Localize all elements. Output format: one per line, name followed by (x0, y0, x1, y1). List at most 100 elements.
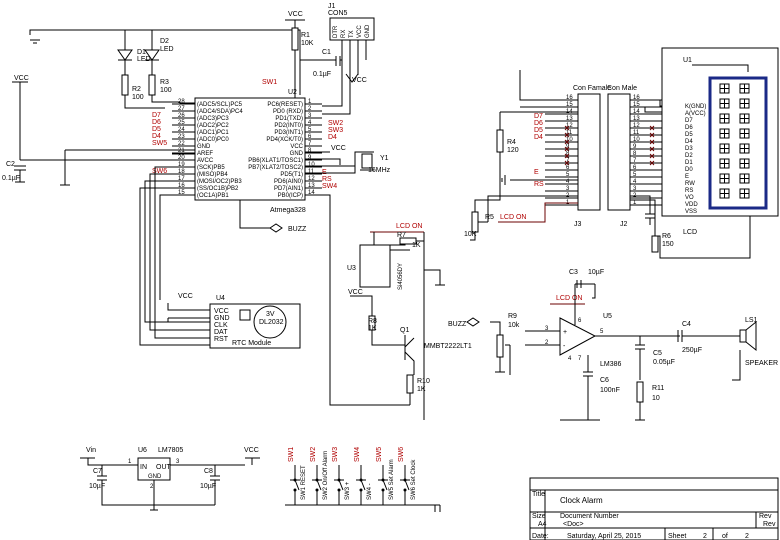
mcu-right-pin-num: 2 (308, 106, 312, 112)
c1-val: 0.1µF (313, 71, 331, 78)
mcu-part: Atmega328 (270, 207, 306, 214)
mcu-right-pin-name: PD1(TXD) (275, 116, 303, 122)
lcd-pin-label: D1 (685, 160, 693, 166)
switch-label-5: SW5 Set Alarm (389, 459, 395, 500)
rtc-batt-name: DL2032 (259, 319, 284, 326)
switch-net-2: SW2 (310, 447, 317, 462)
regulator-u6: Vin U6 LM7805 IN OUT GND 1 3 2 VCC C7 10… (80, 447, 260, 511)
c3-ref: C3 (569, 269, 578, 276)
mcu-right-pin-num: 3 (308, 113, 312, 119)
switch-contact (381, 478, 385, 482)
j1-name: CON5 (328, 10, 348, 17)
r10-ref: R10 (417, 378, 430, 385)
lcd-pin-label: D0 (685, 167, 693, 173)
switch-4[interactable] (356, 465, 366, 505)
net-lcd-on-u3: LCD ON (396, 223, 422, 230)
d1-name: LED (137, 56, 151, 63)
lcd-pin-label: K(GND) (685, 104, 706, 110)
mcu-right-pin-num: 5 (308, 127, 312, 133)
con-j3-pin-num: 11 (566, 130, 573, 136)
nc-mark (564, 146, 570, 152)
j1-pin-vcc: VCC (357, 25, 363, 38)
lcd-pins: K(GND)A(VCC)D7D6D5D4D3D2D1D0ERWRSVOVDDVS… (685, 104, 706, 215)
reg-pin2: 2 (150, 484, 154, 490)
switch-contact (359, 478, 363, 482)
amp-pin3: 3 (545, 326, 549, 332)
net-sw2-mcu: SW2 (328, 120, 343, 127)
net-d7-mcu: D7 (152, 112, 161, 119)
vcc-left-label: VCC (14, 75, 29, 82)
switch-contact (315, 488, 319, 492)
mcu-right-pin-num: 14 (308, 190, 315, 196)
c6-ref: C6 (600, 377, 609, 384)
mcu-left-pin-name: (ADC5/SCL)PC5 (197, 102, 243, 108)
con-j2-pin-num: 4 (633, 179, 637, 185)
switch-net-3: SW3 (332, 447, 339, 462)
con-j2-pin-num: 8 (633, 151, 637, 157)
con-j3-pin-num: 9 (566, 144, 570, 150)
lcd-cell-grid (740, 129, 749, 138)
con-j2-pin-num: 13 (633, 116, 640, 122)
switch-2[interactable] (312, 465, 322, 505)
switch-6[interactable] (400, 465, 410, 505)
net-lcd-on-con: LCD ON (500, 214, 526, 221)
switch-label-1: SW1 RESET (301, 465, 307, 500)
c8-val: 10µF (200, 483, 216, 490)
net-buzz-mcu: BUZZ (288, 226, 307, 233)
mcu-u2: U2 Atmega328 28(ADC5/SCL)PC527(ADC4/SDA)… (152, 89, 346, 214)
r9-ref: R9 (508, 313, 517, 320)
switch-contact (403, 488, 407, 492)
mcu-left-pin-num: 24 (178, 127, 185, 133)
mcu-right-pin-num: 4 (308, 120, 312, 126)
switch-label-6: SW6 Set Clock (411, 459, 417, 500)
r8-val: 1K (368, 325, 377, 332)
lcd-pin-label: D4 (685, 139, 693, 145)
net-d4-con: D4 (534, 134, 543, 141)
mcu-right-pin-name: PD3(INT1) (274, 130, 303, 136)
crystal-y1: Y1 16MHz (305, 151, 391, 174)
lcd-cell-grid (740, 84, 749, 93)
rtc-pin-vcc: VCC (214, 308, 229, 315)
mcu-left-pin-num: 21 (178, 148, 185, 154)
lcd-pin-label: VO (685, 195, 694, 201)
con-j2-pin-num: 7 (633, 158, 637, 164)
switch-1[interactable] (290, 465, 300, 505)
u5-ref: U5 (603, 313, 612, 320)
amp-plus: + (563, 329, 567, 336)
mcu-left-pin-num: 15 (178, 190, 185, 196)
lcd-cell-grid (720, 144, 729, 153)
mcu-right-pin-num: 9 (308, 155, 312, 161)
con-j3-pin-num: 7 (566, 158, 570, 164)
mcu-left-pin-name: (ADC4/SDA)PC4 (197, 109, 243, 115)
mcu-right-pin-name: PD7(AIN1) (274, 186, 303, 192)
amp-pin4: 4 (568, 356, 572, 362)
lcd-pin-label: RW (685, 181, 695, 187)
switch-net-1: SW1 (288, 447, 295, 462)
con-j2-pin-num: 3 (633, 186, 637, 192)
mcu-right-pin-name: PD4(XCK/T0) (266, 137, 303, 143)
r11-val: 10 (652, 395, 660, 402)
nc-mark (649, 132, 655, 138)
lcd-cells (719, 83, 750, 199)
rtc-pin-clk: CLK (214, 322, 228, 329)
switch-5[interactable] (378, 465, 388, 505)
switch-3[interactable] (334, 465, 344, 505)
r2-val: 100 (132, 94, 144, 101)
d1-ref: D1 (137, 49, 146, 56)
amplifier-u5: C3 10µF LCD ON + - U5 LM386 3 2 5 7 6 4 … (448, 269, 778, 421)
lcd-cell-grid (740, 159, 749, 168)
tb-title: Clock Alarm (560, 496, 603, 505)
con-j2-pin-num: 1 (633, 200, 637, 206)
con-j3-pin-num: 4 (566, 179, 570, 185)
j1-pin-rx: RX (341, 30, 347, 38)
r3-val: 100 (160, 87, 172, 94)
mcu-left-pin-num: 23 (178, 134, 185, 140)
tb-doc: <Doc> (563, 521, 584, 528)
mcu-left-pin-name: (OC1A)PB1 (197, 193, 229, 199)
c4-ref: C4 (682, 321, 691, 328)
r7-ref: R7 (397, 232, 406, 239)
net-sw5-mcu: SW5 (152, 140, 167, 147)
rtc-pin-rst: RST (214, 336, 229, 343)
mcu-left-pin-name: (ADC0)PC0 (197, 137, 229, 143)
tb-doc-label: Document Number (560, 513, 619, 520)
